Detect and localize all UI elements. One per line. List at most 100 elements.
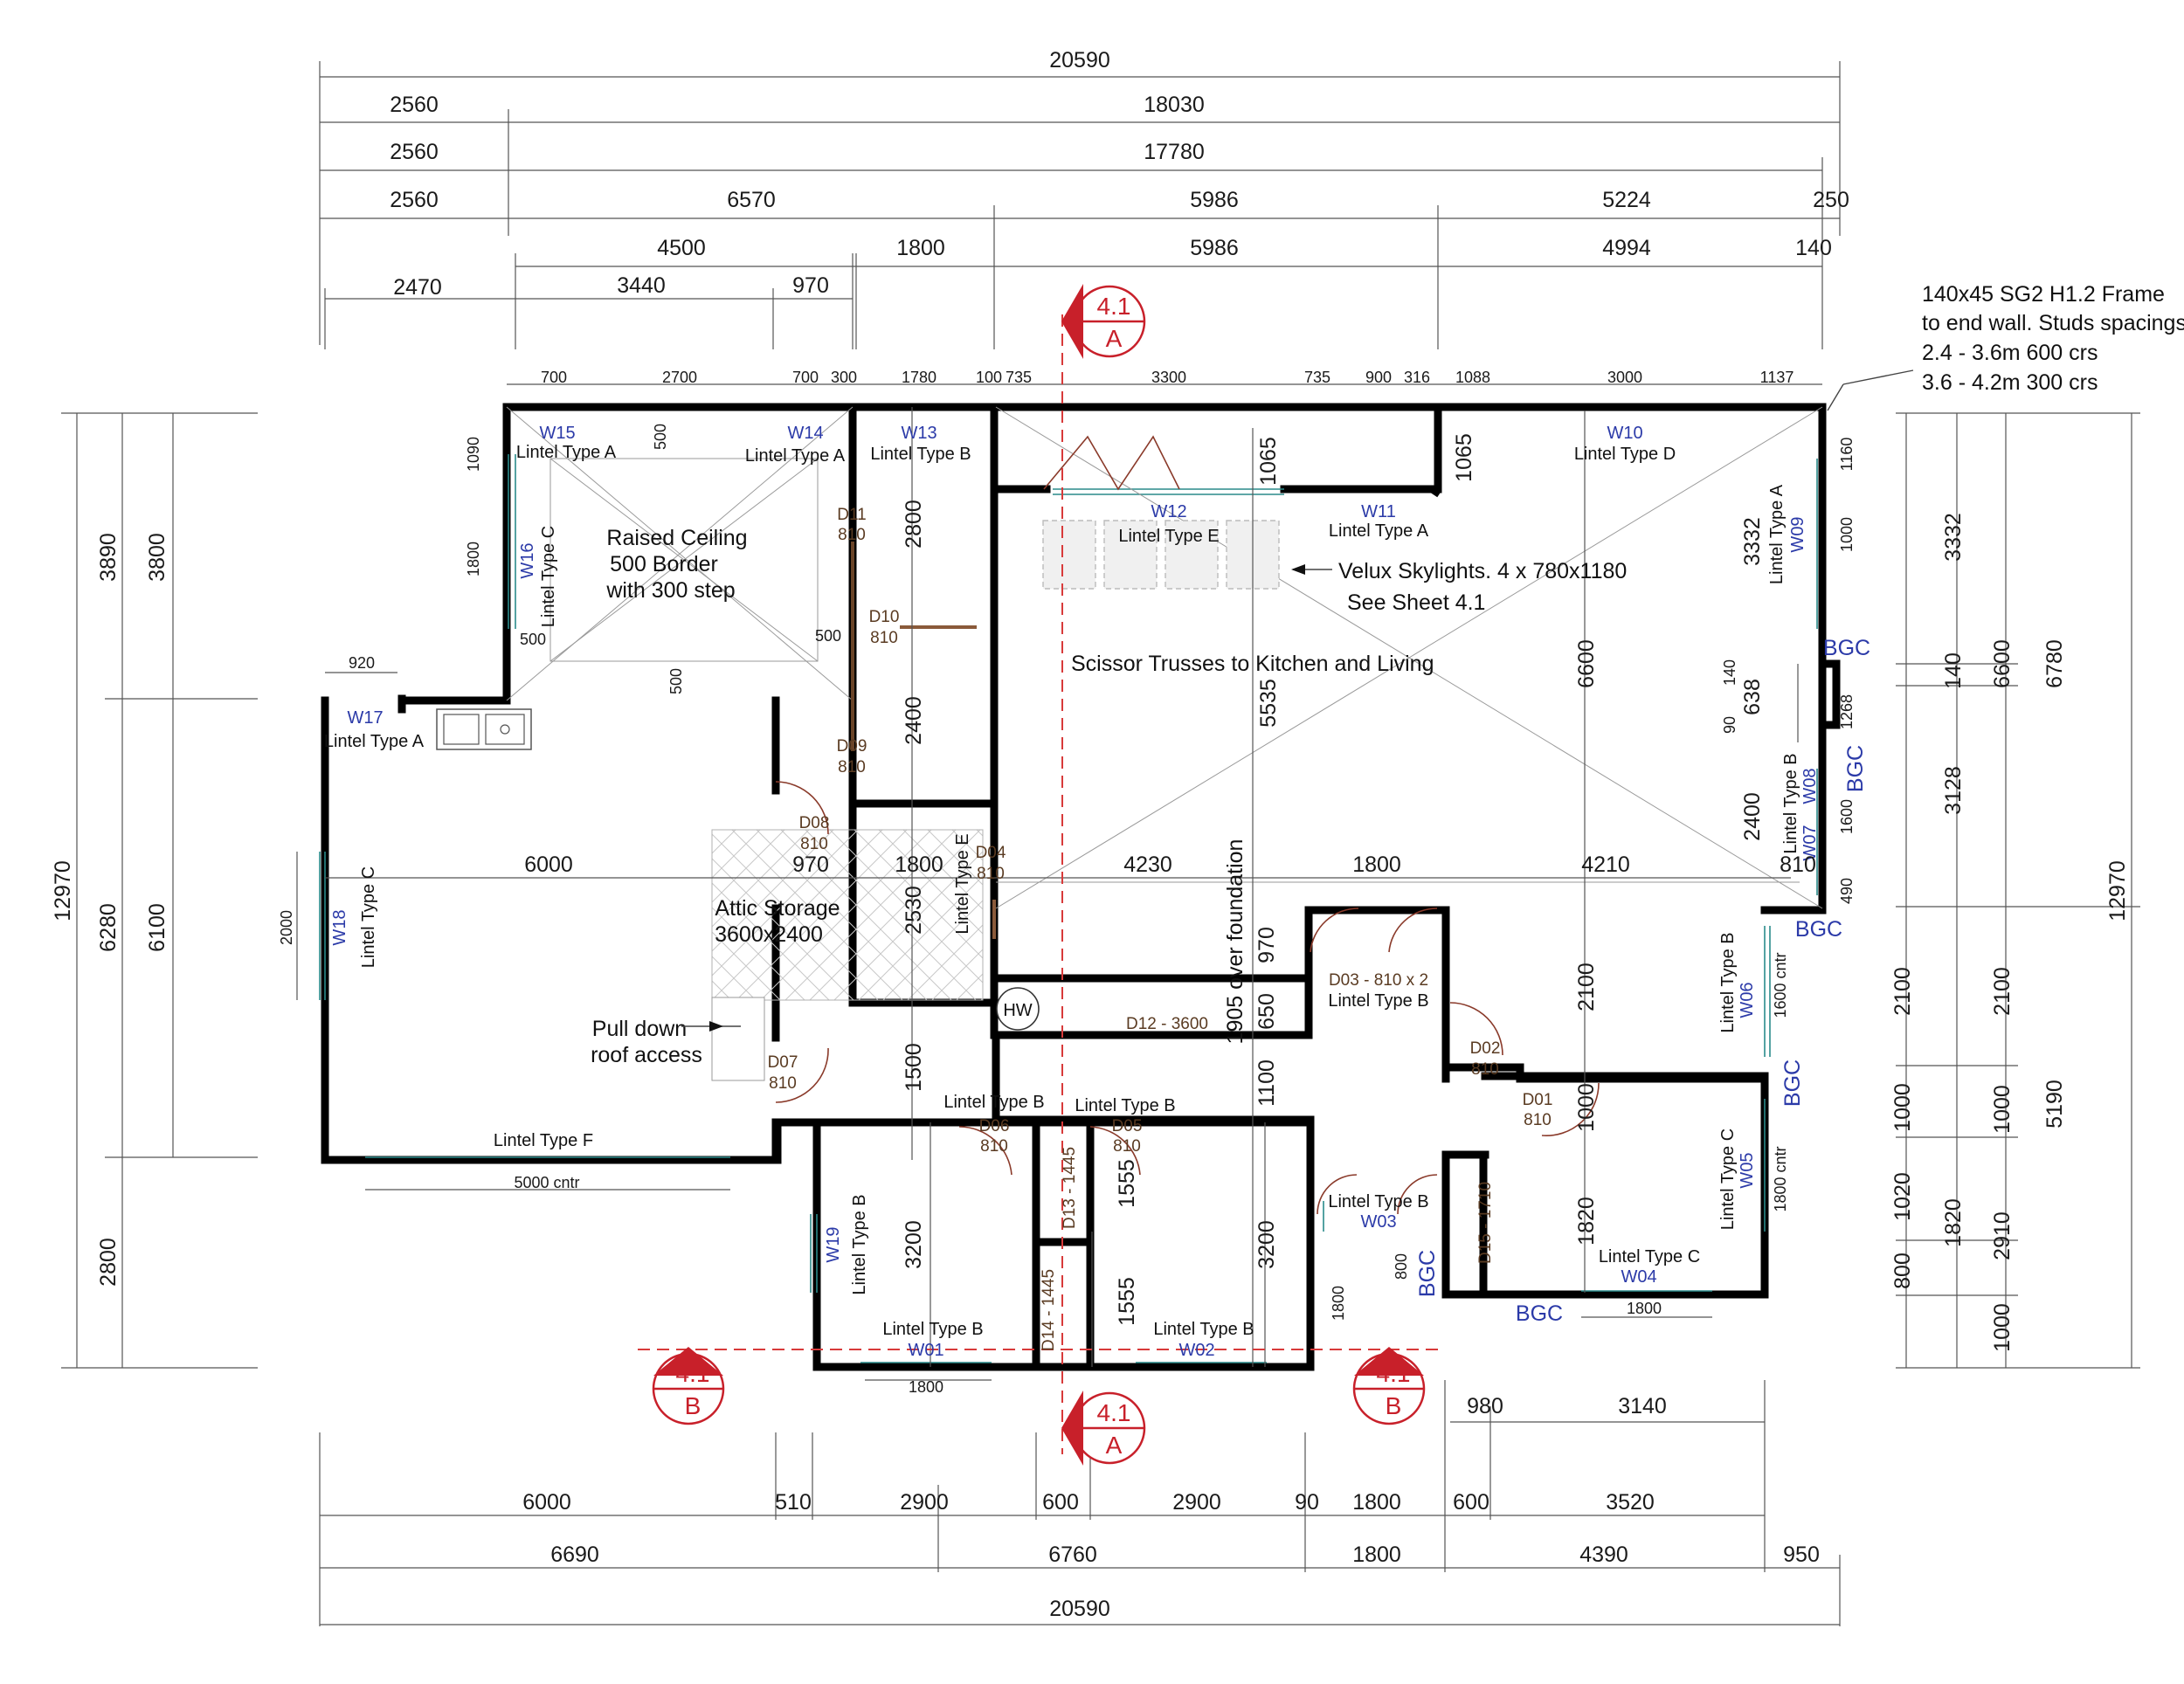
- svg-text:6000: 6000: [524, 852, 573, 877]
- room-notes: Raised Ceiling 500 Border with 300 step …: [514, 526, 1627, 1191]
- svg-text:1800: 1800: [465, 542, 482, 576]
- bottom-dimension-lines: [319, 1380, 1841, 1626]
- svg-text:Raised Ceiling: Raised Ceiling: [606, 526, 747, 550]
- section-marker-a-top: 4.1 A: [1061, 284, 1146, 359]
- svg-text:1800: 1800: [1352, 1543, 1401, 1567]
- svg-text:2100: 2100: [1574, 963, 1599, 1011]
- svg-text:810: 810: [838, 526, 866, 544]
- svg-text:Lintel Type B: Lintel Type B: [1328, 991, 1428, 1011]
- svg-text:6000: 6000: [522, 1490, 571, 1515]
- svg-text:3200: 3200: [1254, 1220, 1279, 1269]
- svg-text:2900: 2900: [1172, 1490, 1221, 1515]
- svg-text:D06: D06: [979, 1117, 1010, 1135]
- svg-text:5224: 5224: [1602, 188, 1651, 212]
- svg-text:D07: D07: [768, 1053, 798, 1072]
- bottom-dimension-text: 980 3140 6000 510 2900 600 2900 90 1800 …: [522, 1394, 1820, 1621]
- svg-text:2910: 2910: [1990, 1211, 2015, 1260]
- svg-text:D05: D05: [1112, 1117, 1143, 1135]
- svg-text:Lintel Type B: Lintel Type B: [1153, 1320, 1254, 1339]
- svg-text:6570: 6570: [727, 188, 776, 212]
- svg-text:Lintel Type E: Lintel Type E: [953, 833, 972, 934]
- bgc-labels: BGC BGC BGC BGC BGC BGC: [1415, 636, 1870, 1326]
- svg-text:Lintel Type B: Lintel Type B: [1075, 1096, 1175, 1115]
- svg-text:1600: 1600: [1838, 799, 1856, 834]
- svg-text:1000: 1000: [1574, 1083, 1599, 1132]
- svg-text:1905 over foundation: 1905 over foundation: [1223, 839, 1248, 1045]
- svg-text:2.4 - 3.6m 600 crs: 2.4 - 3.6m 600 crs: [1922, 341, 2098, 365]
- svg-text:140: 140: [1941, 652, 1966, 689]
- svg-text:90: 90: [1295, 1490, 1319, 1515]
- svg-text:1500: 1500: [902, 1043, 926, 1092]
- svg-text:D04: D04: [976, 844, 1006, 862]
- svg-text:B: B: [1386, 1392, 1402, 1419]
- svg-text:Lintel Type B: Lintel Type B: [943, 1093, 1044, 1112]
- svg-text:1268: 1268: [1838, 694, 1856, 729]
- svg-text:Lintel Type A: Lintel Type A: [516, 443, 617, 462]
- svg-text:D01: D01: [1523, 1091, 1553, 1109]
- svg-text:500: 500: [652, 424, 669, 450]
- svg-text:12970: 12970: [51, 860, 75, 921]
- svg-text:3440: 3440: [617, 273, 666, 298]
- svg-text:1800: 1800: [1352, 1490, 1401, 1515]
- svg-text:2100: 2100: [1990, 967, 2015, 1016]
- svg-text:W18: W18: [330, 909, 349, 945]
- svg-text:510: 510: [775, 1490, 812, 1515]
- svg-text:2560: 2560: [390, 93, 439, 117]
- section-marker-b-right: 4.1 B: [1352, 1347, 1426, 1425]
- svg-text:roof access: roof access: [591, 1043, 702, 1067]
- svg-text:Lintel Type B: Lintel Type B: [1328, 1192, 1428, 1211]
- svg-text:1820: 1820: [1574, 1197, 1599, 1246]
- ceiling-diagonals: [506, 406, 1823, 909]
- svg-text:140: 140: [1721, 659, 1738, 686]
- window-frames: [319, 454, 1818, 1363]
- svg-text:1820: 1820: [1941, 1198, 1966, 1247]
- svg-text:1000: 1000: [1990, 1303, 2015, 1352]
- svg-text:W10: W10: [1607, 424, 1642, 443]
- svg-text:700: 700: [792, 369, 819, 386]
- svg-text:Lintel Type A: Lintel Type A: [1767, 484, 1787, 584]
- svg-text:490: 490: [1838, 878, 1856, 904]
- svg-text:1800: 1800: [1330, 1286, 1347, 1321]
- svg-text:W15: W15: [539, 424, 575, 443]
- svg-text:Lintel Type B: Lintel Type B: [870, 445, 971, 464]
- svg-text:140x45 SG2 H1.2 Frame: 140x45 SG2 H1.2 Frame: [1922, 282, 2165, 307]
- dim-overall-top: 20590: [1049, 48, 1110, 72]
- svg-text:2560: 2560: [390, 188, 439, 212]
- svg-text:BGC: BGC: [1823, 636, 1870, 660]
- svg-text:1800 cntr: 1800 cntr: [1772, 1146, 1789, 1211]
- svg-text:D08: D08: [799, 814, 830, 832]
- svg-text:BGC: BGC: [1795, 917, 1842, 942]
- svg-text:D09: D09: [837, 737, 867, 756]
- svg-text:W04: W04: [1621, 1267, 1656, 1287]
- svg-text:2900: 2900: [900, 1490, 949, 1515]
- svg-text:D10: D10: [869, 608, 900, 626]
- svg-text:Velux Skylights. 4 x 780x1180: Velux Skylights. 4 x 780x1180: [1338, 559, 1627, 583]
- door-swings: [775, 435, 1600, 1215]
- svg-text:6780: 6780: [2042, 639, 2067, 688]
- left-dimension-lines: [61, 412, 258, 1369]
- svg-text:Scissor Trusses to Kitchen and: Scissor Trusses to Kitchen and Living: [1071, 652, 1434, 676]
- svg-text:1555: 1555: [1115, 1159, 1139, 1208]
- svg-text:18030: 18030: [1144, 93, 1205, 117]
- svg-text:1100: 1100: [1254, 1059, 1279, 1107]
- svg-text:810: 810: [1780, 852, 1816, 877]
- svg-text:1555: 1555: [1115, 1277, 1139, 1326]
- svg-text:to end wall. Studs spacings:: to end wall. Studs spacings:: [1922, 311, 2184, 335]
- right-dimension-lines: [1896, 412, 2140, 1369]
- svg-text:1800: 1800: [1352, 852, 1401, 877]
- svg-text:4210: 4210: [1581, 852, 1630, 877]
- svg-text:D14 - 1445: D14 - 1445: [1040, 1269, 1058, 1351]
- svg-text:4.1: 4.1: [1097, 1399, 1131, 1426]
- svg-text:3128: 3128: [1941, 766, 1966, 815]
- svg-text:3300: 3300: [1151, 369, 1186, 386]
- svg-text:500: 500: [520, 631, 546, 648]
- svg-text:1065: 1065: [1452, 433, 1476, 482]
- svg-text:2530: 2530: [902, 886, 926, 935]
- svg-text:Lintel Type B: Lintel Type B: [1718, 932, 1738, 1032]
- svg-text:600: 600: [1042, 1490, 1079, 1515]
- left-dimension-text: 12970 3890 6280 2800 3800 6100: [51, 533, 169, 1287]
- svg-text:12970: 12970: [2105, 860, 2130, 921]
- svg-text:1800: 1800: [1627, 1300, 1662, 1317]
- svg-text:2400: 2400: [902, 696, 926, 745]
- svg-text:W07: W07: [1800, 825, 1820, 860]
